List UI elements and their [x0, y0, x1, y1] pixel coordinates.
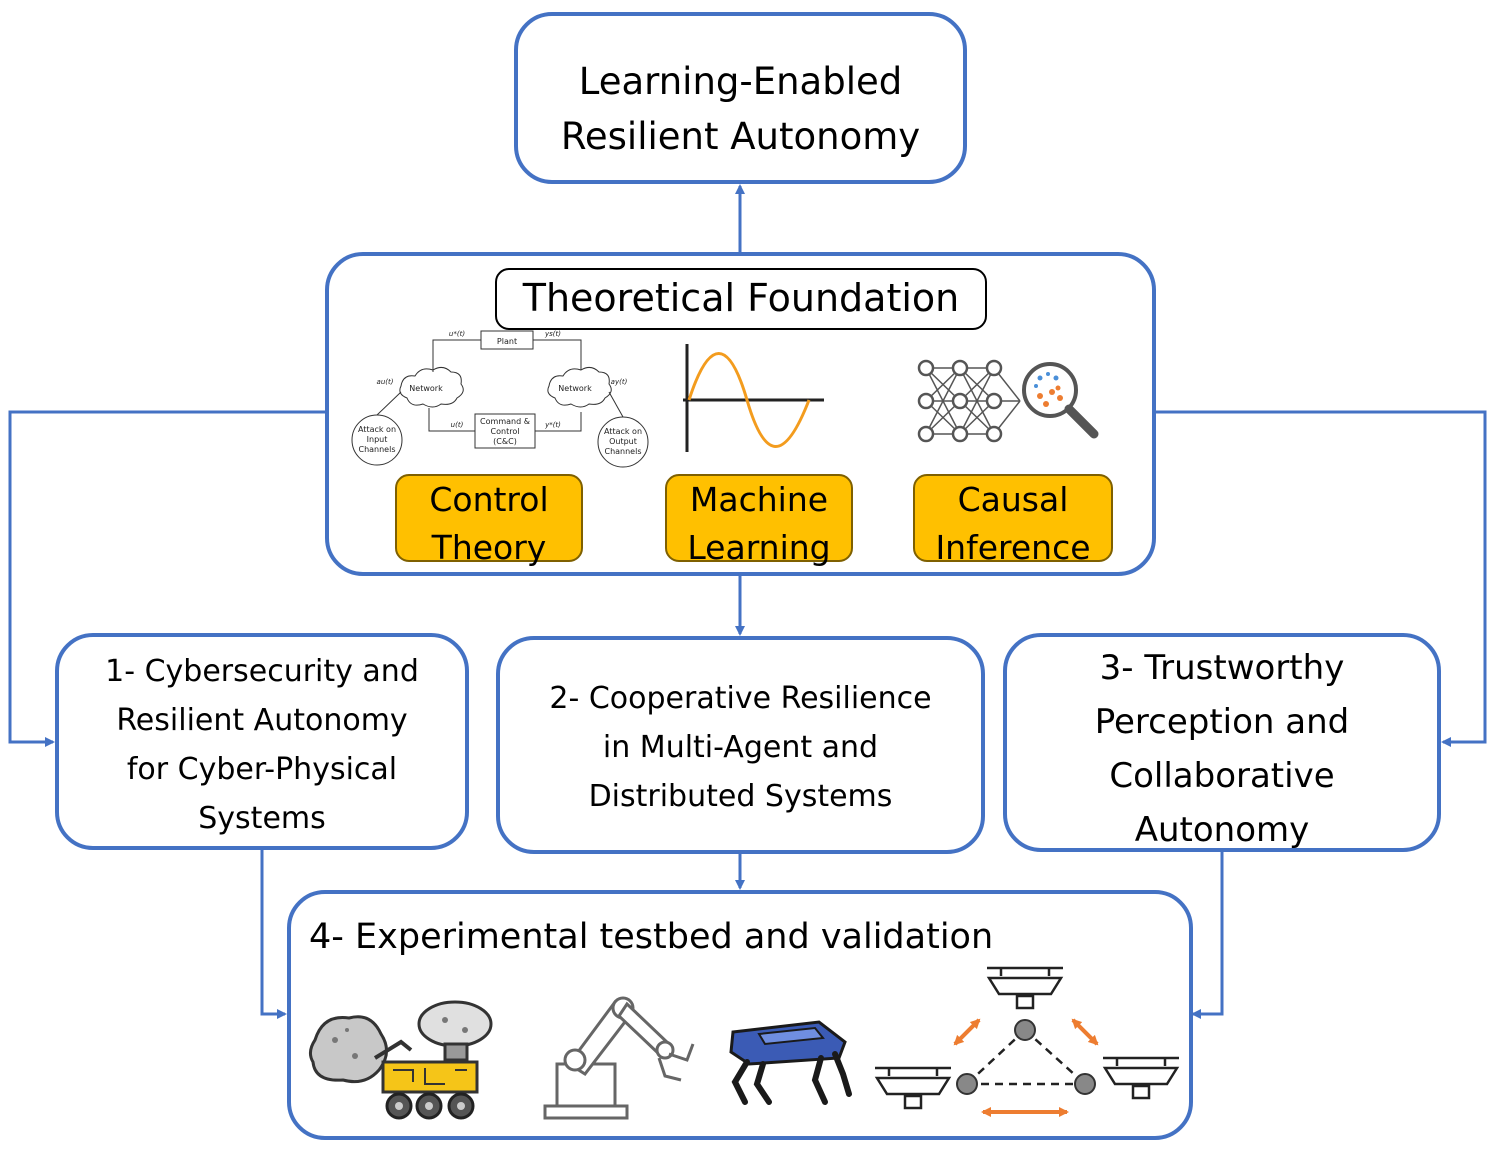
pill-causal-inference-line-1: Causal: [957, 480, 1069, 519]
pill-control-theory: Control Theory: [395, 474, 583, 567]
pill-machine-learning-line-2: Learning: [687, 528, 831, 567]
attack-input-label-3: Channels: [358, 445, 395, 454]
u-star-label: u*(t): [449, 330, 465, 338]
area-3-line-3: Collaborative: [1109, 756, 1335, 796]
area-1-line-3: for Cyber-Physical: [126, 752, 398, 787]
arrow-area3-to-testbed: [1191, 852, 1224, 1019]
y-star-label: y*(t): [544, 421, 561, 429]
cc-label-1: Command &: [480, 417, 530, 426]
goal-line-1: Learning-Enabled: [578, 60, 903, 103]
cc-label-2: Control: [491, 427, 520, 436]
goal-title: Learning-Enabled Resilient Autonomy: [518, 54, 963, 164]
au-label: au(t): [377, 378, 394, 386]
attack-input-label-1: Attack on: [358, 425, 396, 434]
quadruped-robot-icon: [729, 1020, 852, 1105]
arrow-foundation-to-area1: [8, 410, 325, 747]
drone-top: [986, 966, 1064, 1010]
area-1-text: 1- Cybersecurity and Resilient Autonomy …: [59, 647, 465, 843]
area-3-line-1: 3- Trustworthy: [1099, 648, 1345, 688]
goal-box: Learning-Enabled Resilient Autonomy: [514, 12, 967, 184]
ys-label: ys(t): [544, 330, 561, 338]
foundation-title: Theoretical Foundation: [495, 268, 987, 330]
area-1-line-2: Resilient Autonomy: [116, 703, 408, 738]
network-right-cloud: [547, 366, 612, 408]
drone-right: [1102, 1056, 1180, 1100]
network-left-label: Network: [409, 384, 443, 393]
pill-control-theory-line-2: Theory: [431, 528, 547, 567]
cc-label-3: (C&C): [493, 437, 517, 446]
attack-output-label-3: Channels: [604, 447, 641, 456]
pill-control-theory-line-1: Control: [429, 480, 549, 519]
drone-left: [874, 1066, 952, 1110]
drone-swarm-icon: [874, 966, 1180, 1117]
testbed-title: 4- Experimental testbed and validation: [309, 917, 994, 957]
area-3-box: 3- Trustworthy Perception and Collaborat…: [1003, 633, 1441, 852]
attack-output-label-1: Attack on: [604, 427, 642, 436]
rover-icon: [308, 1000, 493, 1120]
area-2-line-1: 2- Cooperative Resilience: [549, 681, 932, 716]
testbed-box: 4- Experimental testbed and validation: [287, 890, 1193, 1140]
pill-machine-learning: Machine Learning: [665, 474, 853, 567]
area-2-line-3: Distributed Systems: [588, 779, 893, 814]
area-2-line-2: in Multi-Agent and: [602, 730, 879, 765]
ay-label: ay(t): [611, 378, 628, 386]
goal-line-2: Resilient Autonomy: [560, 115, 921, 158]
robot-arm-icon: [543, 996, 695, 1120]
neural-network-icon: [917, 359, 1099, 443]
area-3-text: 3- Trustworthy Perception and Collaborat…: [1007, 641, 1437, 857]
pill-machine-learning-line-1: Machine: [689, 480, 829, 519]
attack-input-label-2: Input: [367, 435, 388, 444]
area-1-line-4: Systems: [198, 801, 326, 836]
attack-output-label-2: Output: [609, 437, 637, 446]
sine-wave-icon: [683, 344, 824, 452]
pill-causal-inference-line-2: Inference: [935, 528, 1091, 567]
area-3-line-2: Perception and: [1094, 702, 1350, 742]
foundation-box: Theoretical Foundation Plant Network Net…: [325, 252, 1156, 576]
area-3-line-4: Autonomy: [1134, 810, 1310, 850]
pill-causal-inference: Causal Inference: [913, 474, 1113, 567]
arrow-foundation-to-area3: [1156, 410, 1487, 747]
area-2-text: 2- Cooperative Resilience in Multi-Agent…: [500, 674, 981, 821]
u-label: u(t): [451, 421, 464, 429]
area-2-box: 2- Cooperative Resilience in Multi-Agent…: [496, 636, 985, 854]
control-diagram: Plant Network Network Command & Control …: [351, 330, 649, 468]
arrow-area1-to-testbed: [260, 850, 287, 1019]
network-right-label: Network: [558, 384, 592, 393]
area-1-line-1: 1- Cybersecurity and: [105, 654, 419, 689]
network-left-cloud: [399, 366, 464, 408]
plant-label: Plant: [497, 337, 517, 346]
area-1-box: 1- Cybersecurity and Resilient Autonomy …: [55, 633, 469, 850]
